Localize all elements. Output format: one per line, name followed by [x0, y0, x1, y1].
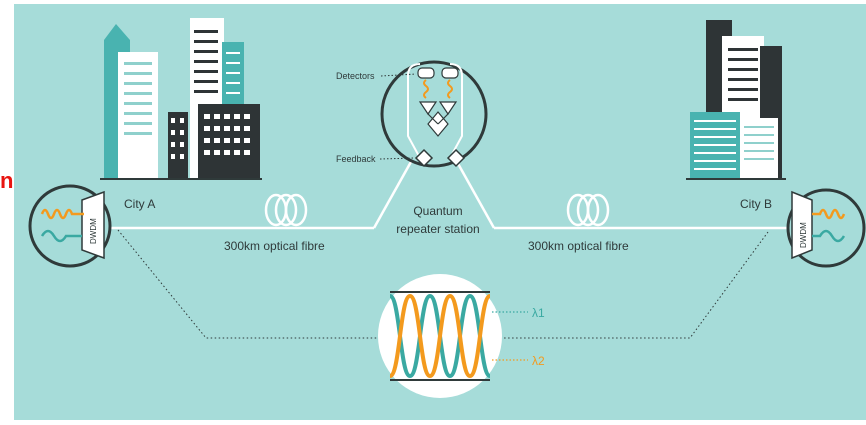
fibre-links: [106, 159, 796, 230]
fibre-label-left: 300km optical fibre: [224, 239, 325, 253]
dwdm-label-right: DWDM: [799, 222, 808, 248]
station-title-line1: Quantum: [413, 204, 462, 218]
dwdm-node-left: [28, 184, 112, 268]
left-edge-fragment: n: [0, 168, 13, 193]
fibre-label-right: 300km optical fibre: [528, 239, 629, 253]
lambda2-label: λ2: [532, 354, 545, 368]
station-title-line2: repeater station: [396, 222, 479, 236]
beam-splitter-icon: [418, 101, 458, 137]
fibre-coil-left-icon: [264, 193, 308, 227]
dwdm-node-right: [786, 188, 866, 268]
lambda2-wave: [390, 293, 490, 379]
city-b-label: City B: [740, 197, 772, 211]
city-b-buildings: [686, 20, 786, 180]
detector-icon: [417, 67, 459, 99]
feedback-diamond-icon: [414, 148, 466, 168]
city-a-label: City A: [124, 197, 155, 211]
dwdm-label-left: DWDM: [89, 218, 98, 244]
wavelength-circle: [378, 274, 502, 398]
fibre-coil-right-icon: [566, 193, 610, 227]
lambda1-label: λ1: [532, 306, 545, 320]
detectors-label: Detectors: [336, 71, 375, 81]
feedback-label: Feedback: [336, 154, 376, 164]
city-a-buildings: [100, 18, 262, 180]
repeater-station: [380, 60, 488, 168]
